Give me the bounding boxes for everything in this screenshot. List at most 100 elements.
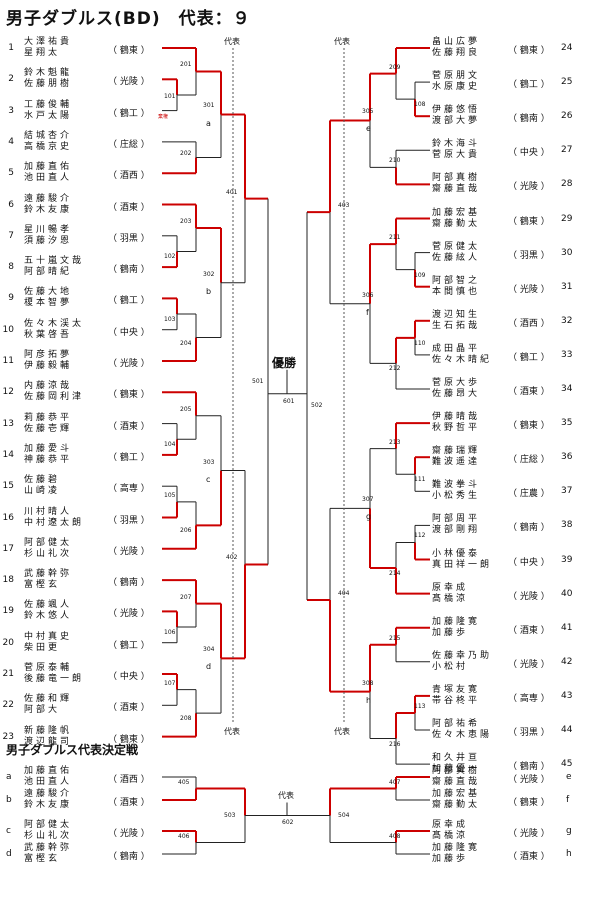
player-name: 和久井亘 xyxy=(432,753,481,764)
group-label: f xyxy=(366,307,369,317)
page-title: 男子ダブルス(BD) 代表：９ xyxy=(6,9,251,29)
match-number: 113 xyxy=(414,702,426,710)
player-name: 佐藤大地 xyxy=(24,287,73,298)
entry-number: 13 xyxy=(2,418,14,429)
player-name: 阿部健太 xyxy=(24,537,73,548)
team-name: （ 酒西 ） xyxy=(108,171,150,182)
team-name: （ 鶴工 ） xyxy=(508,352,550,363)
match-number: 304 xyxy=(203,646,215,654)
entry-number: 39 xyxy=(561,554,573,565)
match-number: 204 xyxy=(180,339,192,347)
team-name: （ 高専 ） xyxy=(108,484,150,495)
player-name: 齋藤勤太 xyxy=(432,800,481,810)
entry-number: 10 xyxy=(2,324,14,335)
player-name: 齋藤瑞輝 xyxy=(432,446,481,457)
match-number: 202 xyxy=(180,149,192,157)
match-number: 215 xyxy=(389,634,401,642)
team-name: （ 光陵 ） xyxy=(108,829,150,839)
player-name: 秋葉啓吾 xyxy=(24,329,73,340)
player-name: 生石拓哉 xyxy=(432,320,481,331)
player-name: 工藤俊輔 xyxy=(24,99,73,110)
entry-number: 7 xyxy=(8,230,14,241)
group-letter: g xyxy=(566,826,572,836)
player-name: 伊藤晴哉 xyxy=(432,412,481,423)
player-name: 青塚友寛 xyxy=(432,684,481,695)
team-name: （ 庄総 ） xyxy=(508,455,550,466)
player-name: 鈴木悠人 xyxy=(24,611,73,622)
match-number: 404 xyxy=(338,589,350,597)
player-name: 菅原大歩 xyxy=(432,378,481,388)
player-name: 加藤隆寛 xyxy=(432,843,481,853)
team-name: （ 鶴東 ） xyxy=(108,390,150,401)
match-number: 308 xyxy=(362,679,374,687)
team-name: （ 鶴東 ） xyxy=(508,216,550,227)
match-number: 302 xyxy=(203,270,215,278)
team-name: （ 光陵 ） xyxy=(508,659,550,670)
player-name: 成田晶平 xyxy=(432,343,481,354)
player-name: 佐藤壱輝 xyxy=(24,423,73,434)
match-number: 305 xyxy=(362,108,374,116)
team-name: （ 酒東 ） xyxy=(108,421,150,432)
player-name: 武藤幹弥 xyxy=(24,843,73,853)
match-number: 101 xyxy=(164,92,176,100)
team-name: （ 酒東 ） xyxy=(508,852,550,862)
entry-number: 4 xyxy=(8,136,14,147)
player-name: 須藤汐恩 xyxy=(24,235,73,246)
match-number: 216 xyxy=(389,740,401,748)
match-number: 206 xyxy=(180,527,192,535)
player-name: 伊藤毅輔 xyxy=(24,361,73,371)
player-name: 水原康史 xyxy=(432,82,481,93)
match-number: 502 xyxy=(311,402,323,410)
player-name: 佐藤絃人 xyxy=(432,252,481,263)
match-number: 109 xyxy=(414,271,426,279)
player-name: 大澤祐貴 xyxy=(24,37,73,47)
player-name: 阿彦拓夢 xyxy=(24,350,73,360)
entry-number: 21 xyxy=(2,669,14,679)
player-name: 富樫玄 xyxy=(24,854,61,864)
player-name: 杉山礼次 xyxy=(24,831,73,841)
entry-number: 2 xyxy=(8,74,14,85)
player-name: 髙橋涼 xyxy=(432,593,469,604)
entry-number: 3 xyxy=(8,105,14,116)
team-name: （ 鶴南 ） xyxy=(108,852,150,862)
entry-number: 22 xyxy=(2,700,14,711)
team-name: （ 鶴東 ） xyxy=(508,798,550,808)
entry-number: 18 xyxy=(2,575,14,586)
winner-label: 優勝 xyxy=(272,355,297,370)
player-name: 富樫玄 xyxy=(24,580,61,591)
match-number: 602 xyxy=(282,818,294,826)
entry-number: 33 xyxy=(561,349,573,360)
player-name: 武藤幹弥 xyxy=(24,569,73,580)
team-name: （ 鶴工 ） xyxy=(108,452,150,463)
match-number: 209 xyxy=(389,63,401,71)
team-name: （ 庄農 ） xyxy=(508,489,550,500)
player-name: 加藤優一 xyxy=(432,764,481,775)
entry-number: 24 xyxy=(561,43,573,53)
team-name: （ 鶴東 ） xyxy=(108,46,150,56)
player-name: 鈴木友康 xyxy=(24,204,73,215)
entry-number: 41 xyxy=(561,622,573,633)
match-number: 306 xyxy=(362,291,374,299)
match-number: 107 xyxy=(164,679,176,687)
player-name: 佐藤碧 xyxy=(24,475,61,486)
match-number: 211 xyxy=(389,234,401,242)
match-number: 503 xyxy=(224,811,236,819)
player-name: 齋藤勤太 xyxy=(432,218,481,229)
player-name: 池田直人 xyxy=(24,777,73,787)
player-name: 原幸成 xyxy=(432,582,469,593)
player-name: 中村真史 xyxy=(24,631,73,642)
match-number: 307 xyxy=(362,496,374,504)
match-number: 208 xyxy=(180,715,192,723)
player-name: 結城杏介 xyxy=(24,130,73,141)
group-letter: a xyxy=(6,772,12,782)
player-name: 神藤恭平 xyxy=(24,454,73,465)
team-name: （ 光陵 ） xyxy=(108,609,150,620)
match-number: 201 xyxy=(180,61,192,69)
player-name: 水戸太陽 xyxy=(24,110,73,121)
entry-number: 9 xyxy=(8,293,14,304)
group-letter: h xyxy=(566,849,572,859)
entry-number: 32 xyxy=(561,315,573,326)
player-name: 鈴木魁龍 xyxy=(24,68,73,79)
player-name: 中村遼太朗 xyxy=(24,517,85,528)
team-name: （ 高専 ） xyxy=(508,693,550,704)
